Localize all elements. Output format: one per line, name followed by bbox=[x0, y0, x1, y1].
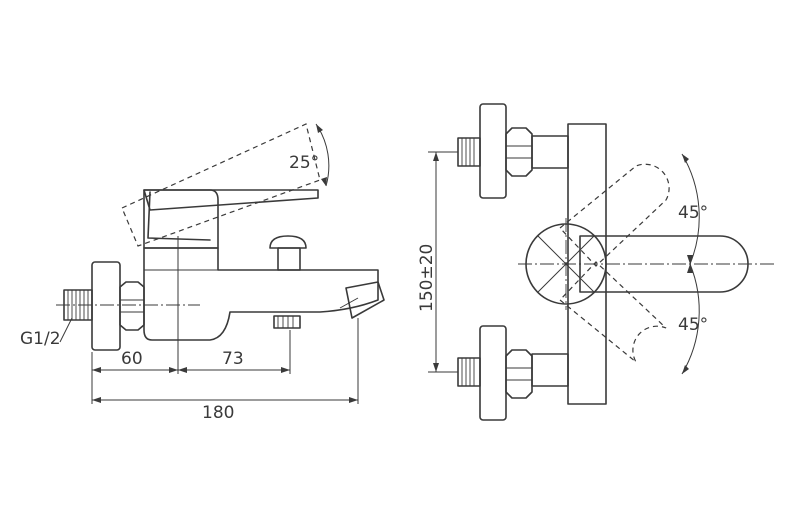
side-aerator bbox=[273, 315, 301, 329]
side-dimensions bbox=[59, 123, 359, 404]
front-dimensions bbox=[428, 151, 700, 375]
side-view bbox=[56, 123, 385, 351]
front-lower-inlet bbox=[457, 325, 569, 421]
side-hex-nut bbox=[119, 281, 145, 331]
dim-lever-angle: 25° bbox=[289, 153, 319, 173]
dim-overall-length: 180 bbox=[202, 403, 234, 423]
front-upper-inlet bbox=[457, 103, 569, 199]
side-spout-tip bbox=[345, 281, 385, 319]
side-body bbox=[143, 247, 379, 341]
front-handle bbox=[579, 235, 749, 293]
front-view bbox=[457, 103, 776, 421]
front-handle-up bbox=[559, 163, 670, 267]
side-wall-flange bbox=[91, 261, 121, 351]
dim-inlet-spacing: 150±20 bbox=[417, 244, 437, 312]
dim-handle-angle-lower: 45° bbox=[678, 315, 708, 335]
dim-wall-to-handle: 60 bbox=[121, 349, 143, 369]
dim-handle-angle-upper: 45° bbox=[678, 203, 708, 223]
inlet-thread-label: G1/2 bbox=[20, 329, 61, 349]
side-lever-raised bbox=[121, 123, 321, 247]
side-diverter-knob bbox=[269, 235, 307, 271]
front-handle-down bbox=[559, 261, 667, 363]
dim-handle-to-spout: 73 bbox=[222, 349, 244, 369]
side-lever bbox=[143, 189, 319, 211]
